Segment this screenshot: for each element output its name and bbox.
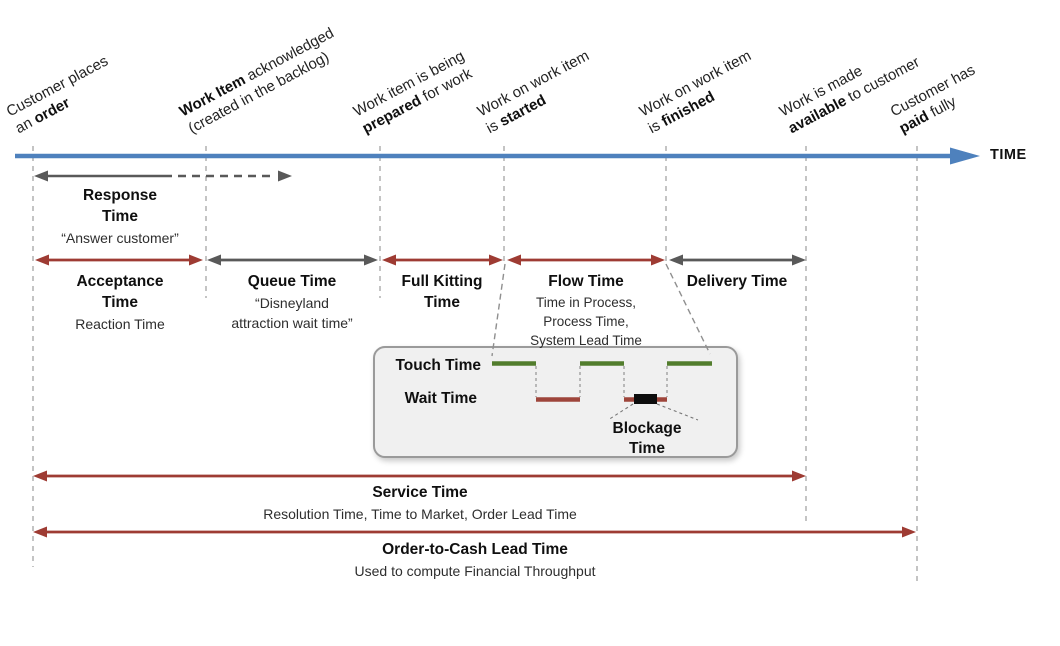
queue-time-title: Queue Time <box>247 273 337 290</box>
queue-time-label: Queue Time “Disneyland attraction wait t… <box>182 271 402 333</box>
queue-time-arrow <box>207 254 378 266</box>
acceptance-time-subtitle: Reaction Time <box>75 316 165 332</box>
flow-time-title: Flow Time <box>548 273 624 290</box>
acceptance-time-label: Acceptance Time Reaction Time <box>10 271 230 334</box>
blockage-time-label: Blockage Time <box>612 420 682 457</box>
flow-time-arrow <box>507 254 665 266</box>
order-to-cash-title: Order-to-Cash Lead Time <box>382 541 568 558</box>
delivery-time-label: Delivery Time <box>657 271 817 292</box>
service-time-subtitle: Resolution Time, Time to Market, Order L… <box>263 506 577 522</box>
response-time-arrow <box>34 170 292 182</box>
milestone-label-acknowledged: Work Item acknowledged(created in the ba… <box>176 24 337 138</box>
service-time-label: Service Time Resolution Time, Time to Ma… <box>220 482 620 524</box>
order-to-cash-label: Order-to-Cash Lead Time Used to compute … <box>255 539 695 581</box>
wait-time-label: Wait Time <box>404 390 477 407</box>
flow-time-subtitle: Time in Process, Process Time, System Le… <box>530 295 642 348</box>
delivery-time-arrow <box>669 254 806 266</box>
time-axis-label: TIME <box>990 147 1027 163</box>
acceptance-time-arrow <box>35 254 203 266</box>
service-time-arrow <box>33 470 806 482</box>
order-to-cash-subtitle: Used to compute Financial Throughput <box>354 563 596 579</box>
flow-time-label: Flow Time Time in Process, Process Time,… <box>491 271 681 350</box>
full-kitting-time-arrow <box>382 254 503 266</box>
order-to-cash-arrow <box>33 526 916 538</box>
response-time-label: Response Time “Answer customer” <box>10 185 230 248</box>
full-kitting-time-label: Full Kitting Time <box>362 271 522 313</box>
touch-time-label: Touch Time <box>395 357 481 374</box>
time-axis-arrow <box>15 147 980 165</box>
response-time-subtitle: “Answer customer” <box>61 230 179 246</box>
full-kitting-time-title: Full Kitting Time <box>401 273 483 311</box>
response-time-title: Response Time <box>82 187 158 225</box>
queue-time-subtitle: “Disneyland attraction wait time” <box>231 295 353 331</box>
delivery-time-title: Delivery Time <box>686 273 788 290</box>
acceptance-time-title: Acceptance Time <box>76 273 164 311</box>
service-time-title: Service Time <box>372 484 468 501</box>
